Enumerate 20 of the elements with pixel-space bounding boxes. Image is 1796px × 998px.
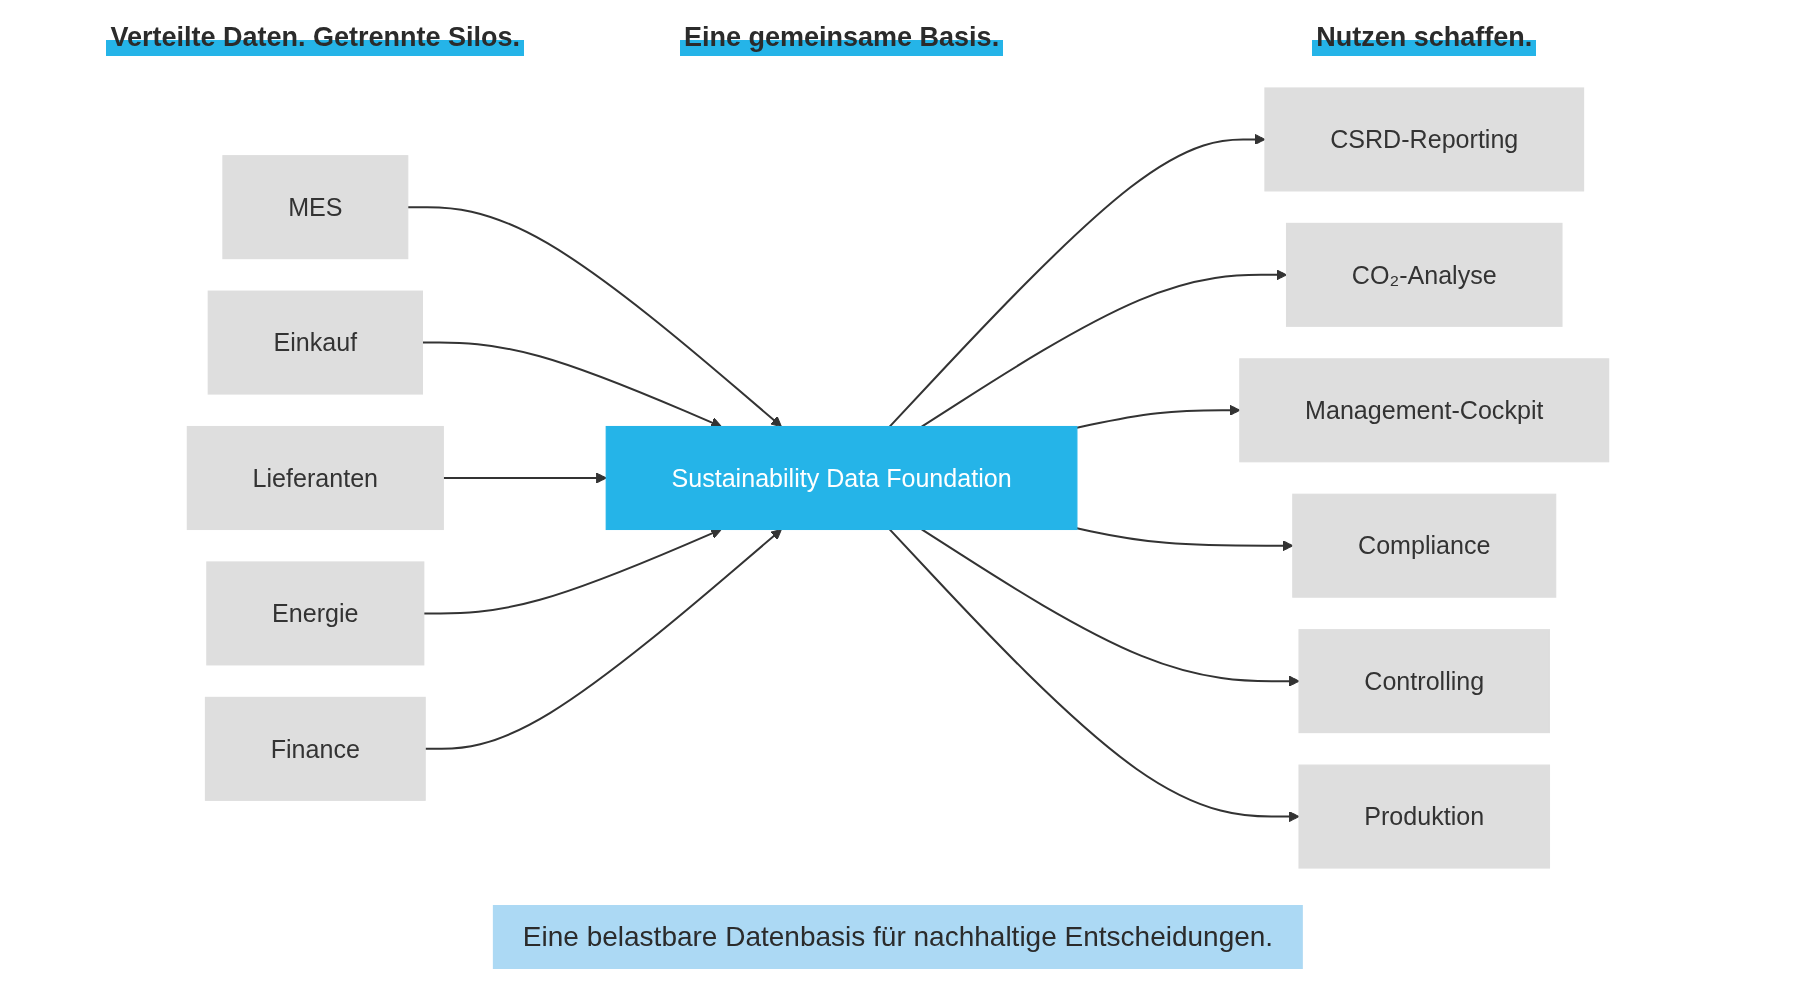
node-box: Sustainability Data Foundation xyxy=(605,425,1078,531)
node-box: Finance xyxy=(204,696,426,801)
arrow xyxy=(921,528,1300,687)
arrow xyxy=(443,472,607,484)
arrow xyxy=(888,528,1300,823)
node-box: Management-Cockpit xyxy=(1239,358,1610,463)
node-box: Energie xyxy=(206,561,425,666)
node-box: Compliance xyxy=(1292,493,1557,598)
node-box: Lieferanten xyxy=(186,425,444,531)
caption: Eine belastbare Datenbasis für nachhaltige Entscheidungen. xyxy=(492,905,1304,969)
node-box: Controlling xyxy=(1298,629,1550,734)
node-box: MES xyxy=(222,155,409,260)
node-box: CSRD-Reporting xyxy=(1264,87,1585,192)
node-box: CO₂-Analyse xyxy=(1285,222,1563,327)
node-box: Einkauf xyxy=(207,290,423,395)
arrow xyxy=(423,528,722,615)
arrow xyxy=(425,528,782,750)
node-box: Produktion xyxy=(1298,764,1551,869)
arrow xyxy=(407,206,782,428)
arrow xyxy=(422,341,722,428)
